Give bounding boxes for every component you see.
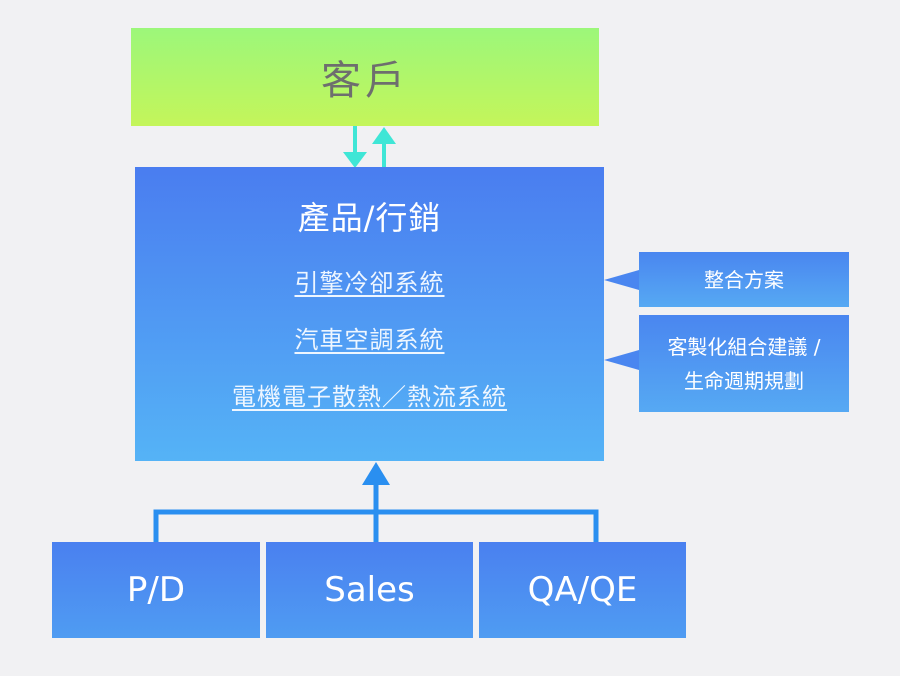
- team-qa-label: QA/QE: [527, 570, 638, 610]
- customer-box: 客戶: [131, 28, 599, 126]
- customer-label: 客戶: [321, 58, 409, 104]
- product-title: 產品/行銷: [297, 199, 442, 237]
- link-engine-cooling[interactable]: 引擎冷卻系統: [294, 269, 445, 297]
- link-electronics-thermal[interactable]: 電機電子散熱／熱流系統: [232, 383, 507, 411]
- team-pd-box[interactable]: P/D: [52, 542, 260, 638]
- note-integrated-solution-label: 整合方案: [704, 267, 784, 292]
- team-qa-box[interactable]: QA/QE: [479, 542, 686, 638]
- team-pd-label: P/D: [126, 570, 186, 610]
- product-marketing-box: 產品/行銷 引擎冷卻系統 汽車空調系統 電機電子散熱／熱流系統: [135, 167, 604, 461]
- note-custom-line1: 客製化組合建議 /: [667, 334, 821, 359]
- team-sales-box[interactable]: Sales: [266, 542, 473, 638]
- callout-pointer-2: [604, 350, 639, 370]
- team-connector: [153, 478, 599, 545]
- note-custom-line2: 生命週期規劃: [684, 368, 804, 393]
- note-custom-lifecycle: 客製化組合建議 / 生命週期規劃: [639, 315, 849, 412]
- team-sales-label: Sales: [324, 570, 415, 610]
- callout-pointer-1: [604, 270, 639, 290]
- link-auto-ac[interactable]: 汽車空調系統: [294, 326, 445, 354]
- arrow-down-to-product: [343, 126, 367, 168]
- note-integrated-solution: 整合方案: [639, 252, 849, 307]
- arrow-up-to-product: [362, 462, 390, 485]
